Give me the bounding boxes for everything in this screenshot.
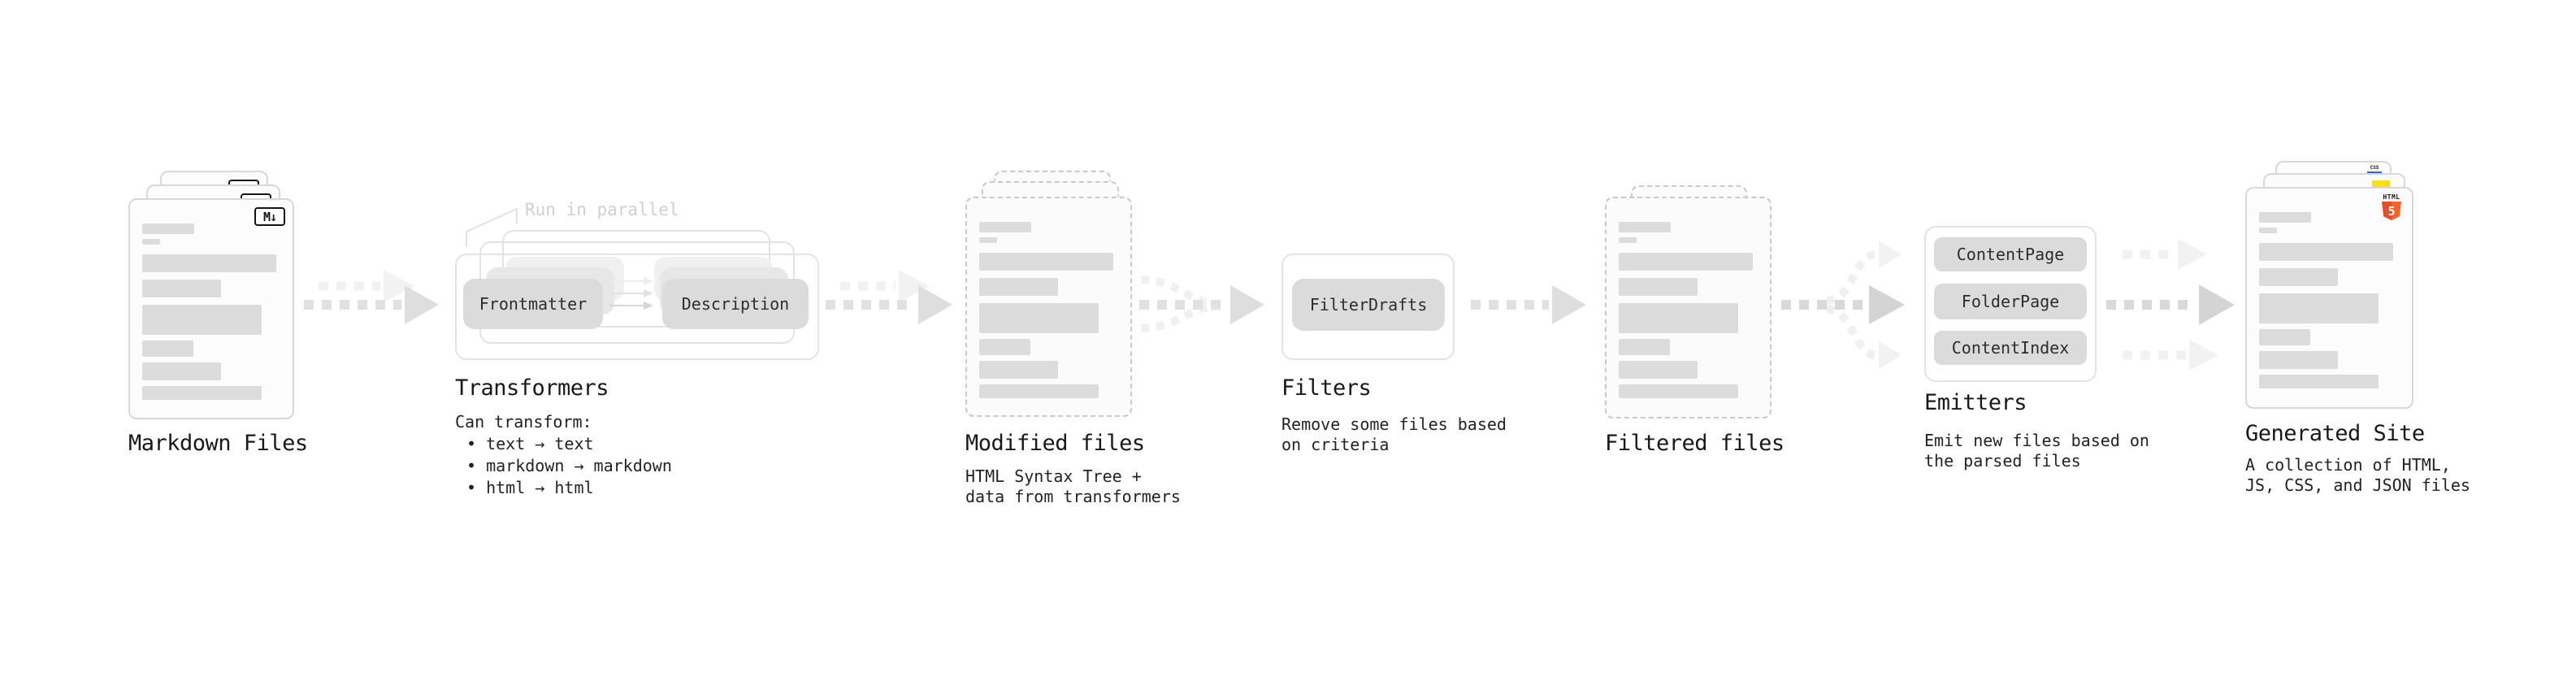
subtitle-line: Can transform: xyxy=(455,412,592,432)
doc-line xyxy=(142,305,262,335)
stage-label-emitters: Emitters xyxy=(1924,390,2027,415)
stage-subtitle: A collection of HTML, JS, CSS, and JSON … xyxy=(2245,455,2470,496)
doc-line xyxy=(2259,293,2379,323)
doc-line xyxy=(142,223,194,234)
arrow-filtered-to-emitters-fanout xyxy=(1781,241,1905,369)
stage-label-generated-site: Generated Site xyxy=(2245,421,2425,446)
subtitle-line: on criteria xyxy=(1281,435,1390,454)
doc-line xyxy=(142,254,276,272)
doc-line xyxy=(2259,268,2338,286)
contentpage-box: ContentPage xyxy=(1934,237,2087,271)
doc-line xyxy=(1619,222,1671,232)
arrow-filters-to-filtered xyxy=(1471,285,1586,324)
document-front: HTML 5 xyxy=(2245,187,2413,409)
arrow-markdown-to-transformers xyxy=(304,270,439,324)
frontmatter-box: Frontmatter xyxy=(463,279,603,329)
document-front xyxy=(965,197,1132,417)
stage-label-markdown-files: Markdown Files xyxy=(128,431,308,456)
subtitle-line: data from transformers xyxy=(965,487,1181,506)
html5-icon-text: HTML xyxy=(2383,193,2400,201)
arrow-modified-to-filters-merge xyxy=(1139,275,1264,332)
doc-line xyxy=(1619,253,1753,271)
stage-label-transformers: Transformers xyxy=(455,375,609,401)
html5-icon: HTML 5 xyxy=(2382,194,2401,220)
doc-text-lines xyxy=(142,223,276,400)
doc-line xyxy=(979,237,997,243)
doc-line xyxy=(979,278,1058,296)
doc-line xyxy=(1619,339,1670,355)
doc-text-lines xyxy=(979,222,1113,398)
bullet-line: • markdown → markdown xyxy=(466,456,672,475)
subtitle-line: the parsed files xyxy=(1924,451,2081,471)
bullet-line: • html → html xyxy=(466,478,594,497)
doc-line xyxy=(979,303,1099,333)
doc-line xyxy=(1619,303,1738,333)
arrow-transformers-to-modified xyxy=(826,270,952,324)
css-icon-text: CSS xyxy=(2370,165,2379,171)
doc-line xyxy=(979,361,1058,379)
doc-line xyxy=(979,222,1031,232)
subtitle-line: HTML Syntax Tree + xyxy=(965,466,1142,486)
arrow-emitters-to-generated xyxy=(2106,239,2235,371)
parallel-note: Run in parallel xyxy=(525,200,679,219)
subtitle-line: Emit new files based on xyxy=(1924,431,2149,450)
transformers-description: Can transform: • text → text • markdown … xyxy=(455,411,672,499)
doc-line xyxy=(979,384,1099,398)
subtitle-line: A collection of HTML, xyxy=(2245,455,2451,475)
doc-line xyxy=(1619,361,1698,379)
subtitle-line: Remove some files based xyxy=(1281,414,1507,434)
stage-subtitle: Emit new files based on the parsed files xyxy=(1924,431,2149,471)
bullet-line: • text → text xyxy=(466,434,594,453)
doc-line xyxy=(979,339,1030,355)
html5-icon-shield: 5 xyxy=(2382,202,2401,220)
description-box: Description xyxy=(662,279,809,329)
stage-subtitle: HTML Syntax Tree + data from transformer… xyxy=(965,466,1181,507)
doc-text-lines xyxy=(1619,222,1753,398)
doc-line xyxy=(142,362,221,380)
doc-line xyxy=(1619,278,1698,296)
document-front xyxy=(1605,197,1772,419)
folderpage-box: FolderPage xyxy=(1934,284,2087,319)
subtitle-line: JS, CSS, and JSON files xyxy=(2245,475,2470,495)
doc-line xyxy=(2259,329,2310,345)
doc-line xyxy=(2259,243,2393,261)
stage-label-filtered-files: Filtered files xyxy=(1605,431,1785,456)
contentindex-box: ContentIndex xyxy=(1934,331,2087,365)
doc-line xyxy=(142,239,160,245)
doc-text-lines xyxy=(2259,212,2393,388)
stage-subtitle: Remove some files based on criteria xyxy=(1281,414,1507,455)
doc-line xyxy=(142,280,221,297)
doc-line xyxy=(2259,228,2277,233)
filterdrafts-box: FilterDrafts xyxy=(1292,279,1445,331)
doc-line xyxy=(2259,375,2379,388)
doc-line xyxy=(1619,237,1637,243)
doc-line xyxy=(2259,212,2311,223)
doc-line xyxy=(142,386,262,400)
transformer-frame-front xyxy=(455,254,819,360)
markdown-icon: M↓ xyxy=(254,207,285,226)
stage-label-filters: Filters xyxy=(1281,375,1372,401)
doc-line xyxy=(2259,351,2338,369)
stage-label-modified-files: Modified files xyxy=(965,431,1145,456)
doc-line xyxy=(1619,384,1738,398)
doc-line xyxy=(142,340,193,357)
doc-line xyxy=(979,253,1113,271)
document-front: M↓ xyxy=(128,198,294,419)
html5-icon-number: 5 xyxy=(2387,203,2396,219)
